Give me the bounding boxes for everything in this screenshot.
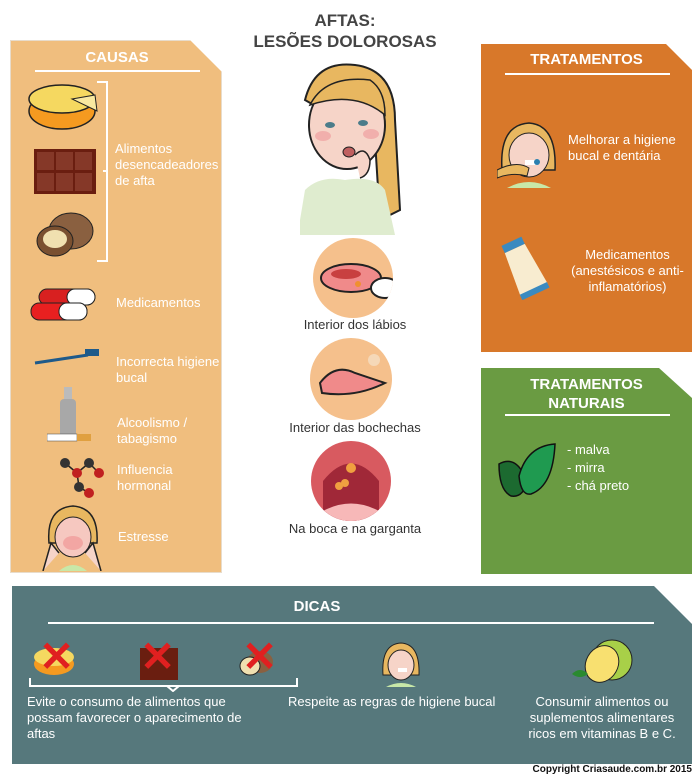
cheek-circle bbox=[310, 338, 392, 420]
tratamentos-divider bbox=[505, 73, 670, 75]
naturais-title-line-1: TRATAMENTOS bbox=[530, 376, 643, 393]
location-label-lips: Interior dos lábios bbox=[303, 317, 407, 332]
tratamentos-panel: TRATAMENTOS Melhorar a higiene bucal e d… bbox=[481, 44, 692, 352]
food-triggers-label: Alimentos desencadeadores de afta bbox=[115, 141, 219, 188]
lemon-icon bbox=[572, 639, 633, 683]
natural-item-mirra: - mirra bbox=[567, 460, 605, 475]
natural-item-cha-preto: - chá preto bbox=[567, 478, 630, 493]
cause-label-hormonal: Influencia hormonal bbox=[117, 462, 173, 493]
naturais-divider bbox=[505, 414, 670, 416]
brushing-teeth-icon bbox=[382, 642, 420, 687]
dicas-panel: DICAS ✕ ✕ ✕ Evite o consumo de alimentos… bbox=[12, 586, 692, 764]
naturais-panel: TRATAMENTOS NATURAIS - malva - mirra - c… bbox=[481, 368, 692, 574]
cheese-crossed-icon bbox=[34, 648, 74, 675]
causas-panel: CAUSAS Alimentos desencadeadores de afta… bbox=[10, 40, 222, 573]
molecule-icon bbox=[60, 458, 104, 498]
lips-circle bbox=[313, 238, 393, 318]
toothbrush-icon bbox=[34, 349, 99, 365]
bracket-icon bbox=[97, 81, 108, 262]
treatment-label-medicamentos: Medicamentos (anestésicos e anti-inflama… bbox=[571, 247, 684, 294]
girl-with-mouth-ulcer-icon bbox=[300, 63, 402, 235]
cross-mark-icon: ✕ bbox=[39, 633, 75, 680]
stressed-girl-icon bbox=[42, 505, 102, 571]
title-line-1: AFTAS: bbox=[314, 11, 376, 30]
lips-icon bbox=[320, 263, 393, 299]
title-line-2: LESÕES DOLOROSAS bbox=[253, 32, 437, 51]
cross-mark-icon: ✕ bbox=[140, 633, 176, 680]
brushing-teeth-icon bbox=[497, 122, 556, 188]
walnut-icon bbox=[36, 212, 94, 257]
ointment-tube-icon bbox=[501, 236, 550, 300]
chocolate-icon bbox=[34, 149, 96, 194]
causas-title: CAUSAS bbox=[85, 49, 149, 66]
copyright: Copyright Criasaude.com.br 2015 bbox=[532, 764, 693, 775]
cause-label-higiene: Incorrecta higiene bucal bbox=[116, 354, 220, 385]
cross-mark-icon: ✕ bbox=[242, 633, 278, 680]
pills-icon bbox=[30, 288, 96, 321]
tip-hygiene: Respeite as regras de higiene bucal bbox=[288, 694, 496, 709]
throat-icon bbox=[323, 463, 379, 521]
dicas-divider bbox=[48, 622, 654, 624]
bottle-cigarette-icon bbox=[47, 387, 91, 442]
cheek-icon bbox=[318, 354, 388, 396]
walnut-crossed-icon bbox=[239, 651, 273, 676]
naturais-title-line-2: NATURAIS bbox=[548, 395, 625, 412]
location-label-cheeks: Interior das bochechas bbox=[289, 420, 421, 435]
tip-avoid-foods: Evite o consumo de alimentos que possam … bbox=[27, 694, 242, 741]
page-title: AFTAS: LESÕES DOLOROSAS bbox=[240, 10, 450, 52]
cheese-icon bbox=[28, 84, 98, 130]
tip-vitamins: Consumir alimentos ou suplementos alimen… bbox=[528, 694, 676, 741]
treatment-label-higiene: Melhorar a higiene bucal e dentária bbox=[568, 132, 676, 163]
throat-circle bbox=[311, 441, 391, 521]
cause-label-alcoolismo: Alcoolismo / tabagismo bbox=[117, 415, 188, 446]
tratamentos-title: TRATAMENTOS bbox=[530, 51, 643, 68]
cause-label-estresse: Estresse bbox=[118, 529, 169, 544]
bracket-icon bbox=[29, 678, 298, 692]
chocolate-crossed-icon bbox=[140, 648, 178, 680]
naturais-title: TRATAMENTOS NATURAIS bbox=[481, 375, 692, 413]
causas-divider bbox=[35, 70, 200, 72]
natural-item-malva: - malva bbox=[567, 442, 610, 457]
location-label-throat: Na boca e na garganta bbox=[288, 521, 422, 536]
leaves-icon bbox=[498, 443, 556, 497]
cause-label-medicamentos: Medicamentos bbox=[116, 295, 201, 310]
dicas-title: DICAS bbox=[293, 598, 341, 615]
